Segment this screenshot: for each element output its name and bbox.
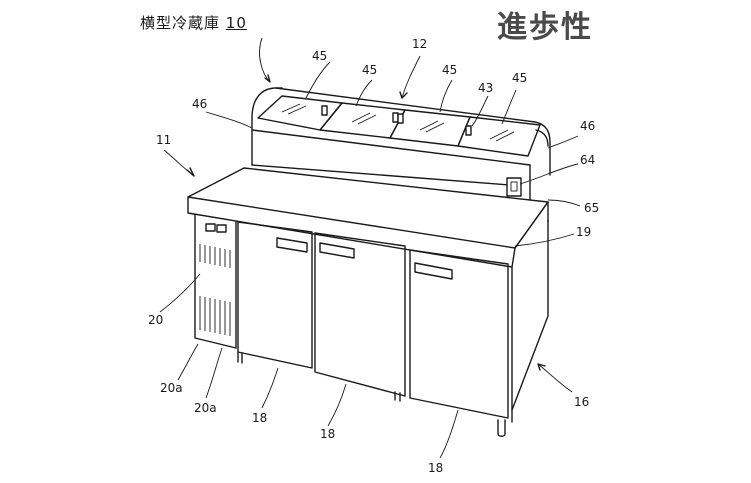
arrowheads [186, 74, 546, 371]
label-11: 11 [156, 133, 172, 147]
label-46-left: 46 [192, 97, 208, 111]
label-18-c: 18 [428, 461, 444, 475]
title-number: 10 [225, 14, 247, 32]
leader-lines [159, 37, 581, 459]
label-20: 20 [148, 313, 164, 327]
figure-title: 横型冷蔵庫 10 [140, 16, 247, 31]
label-45-d: 45 [512, 71, 528, 85]
stamp-text: 進歩性 [497, 10, 593, 45]
label-45-c: 45 [442, 63, 458, 77]
label-18-b: 18 [320, 427, 336, 441]
cabinet-body [187, 167, 549, 437]
label-64: 64 [580, 153, 596, 167]
label-19: 19 [576, 225, 592, 239]
label-65: 65 [584, 201, 600, 215]
label-20a-2: 20a [194, 401, 217, 415]
label-46-right: 46 [580, 119, 596, 133]
label-12: 12 [412, 37, 428, 51]
label-45-b: 45 [362, 63, 378, 77]
label-20a-1: 20a [160, 381, 183, 395]
label-45-a: 45 [312, 49, 328, 63]
label-18-a: 18 [252, 411, 268, 425]
label-16: 16 [574, 395, 590, 409]
display-case [251, 87, 551, 201]
title-text: 横型冷蔵庫 [140, 14, 221, 32]
label-43: 43 [478, 81, 494, 95]
